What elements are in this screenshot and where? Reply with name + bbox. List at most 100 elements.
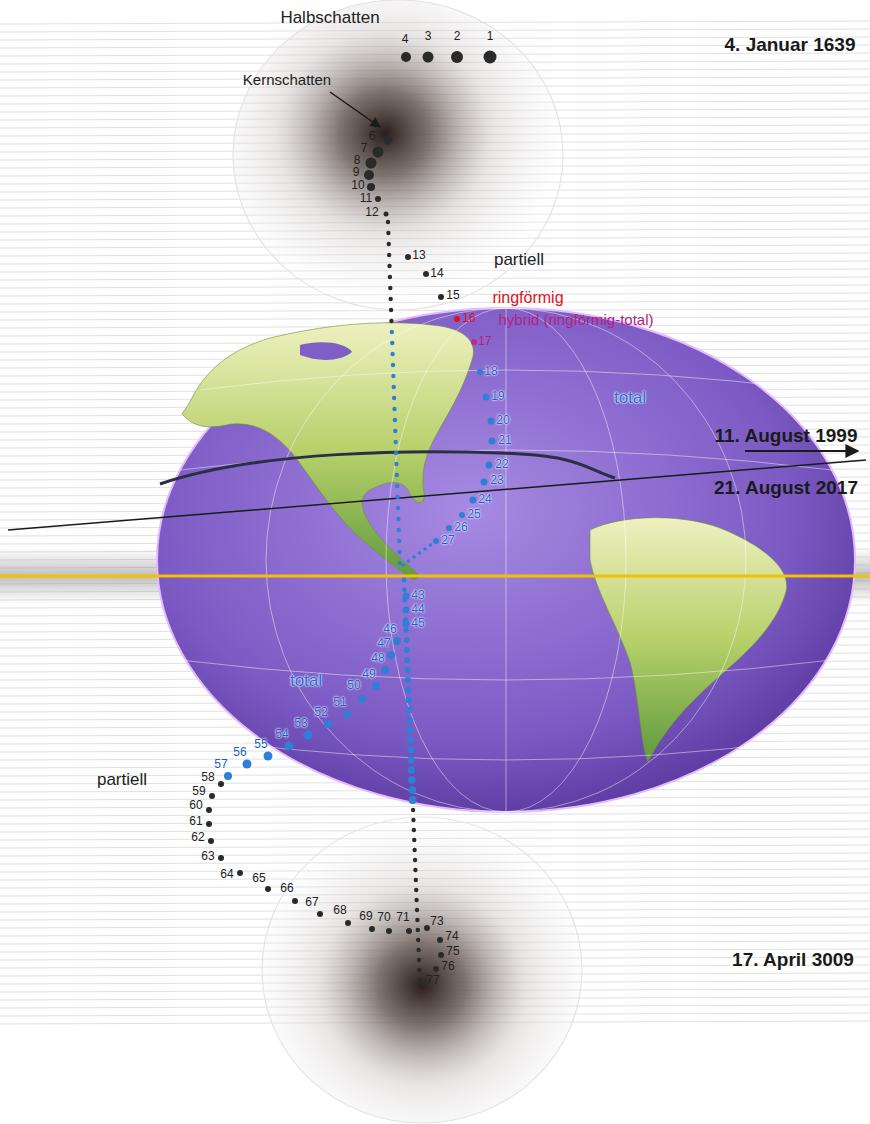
eclipse-number: 76 bbox=[441, 960, 454, 974]
column-dot bbox=[387, 264, 391, 268]
column-dot bbox=[416, 938, 420, 942]
column-dot bbox=[396, 506, 400, 510]
column-dot bbox=[390, 341, 394, 345]
eclipse-number: 53 bbox=[294, 717, 307, 731]
column-dot bbox=[406, 727, 413, 734]
eclipse-number: 13 bbox=[412, 249, 425, 263]
eclipse-number: 47 bbox=[377, 637, 390, 651]
eclipse-dots bbox=[206, 51, 497, 987]
column-dot bbox=[387, 242, 391, 246]
eclipse-type-label: hybrid (ringförmig-total) bbox=[498, 311, 653, 328]
column-dot bbox=[395, 495, 399, 499]
column-dot bbox=[397, 539, 401, 543]
column-dot bbox=[386, 220, 390, 224]
eclipse-dot bbox=[206, 821, 212, 827]
graticule bbox=[180, 308, 832, 812]
eclipse-number: 26 bbox=[454, 521, 467, 535]
eclipse-dot bbox=[393, 637, 401, 645]
eclipse-number: 49 bbox=[362, 668, 375, 682]
column-dot bbox=[392, 396, 396, 400]
column-dot bbox=[388, 297, 392, 301]
eclipse-dot bbox=[218, 855, 224, 861]
date-label: 11. August 1999 bbox=[715, 425, 858, 447]
eclipse-dot bbox=[486, 462, 493, 469]
column-dot bbox=[408, 786, 416, 794]
column-dot bbox=[414, 878, 418, 882]
path-dot bbox=[412, 555, 416, 559]
eclipse-number: 77 bbox=[426, 974, 439, 988]
column-dot bbox=[405, 687, 411, 693]
eclipse-dot bbox=[243, 760, 252, 769]
column-dot bbox=[416, 928, 420, 932]
eclipse-dot bbox=[488, 418, 495, 425]
column-dot bbox=[390, 330, 394, 334]
column-dot bbox=[395, 484, 399, 488]
eclipse-number: 18 bbox=[484, 365, 497, 379]
eclipse-number: 45 bbox=[411, 617, 424, 631]
eclipse-number: 52 bbox=[314, 706, 327, 720]
continents bbox=[182, 323, 787, 762]
shadow-label: partiell bbox=[494, 250, 544, 270]
eclipse-type-label: total bbox=[614, 388, 646, 408]
column-dot bbox=[415, 918, 419, 922]
eclipse-dot bbox=[403, 607, 410, 614]
eclipse-dot bbox=[304, 731, 313, 740]
eclipse-type-label: ringförmig bbox=[492, 289, 563, 307]
path-dot bbox=[429, 543, 433, 547]
eclipse-number: 51 bbox=[333, 696, 346, 710]
eclipse-dot bbox=[423, 271, 429, 277]
column-dot bbox=[417, 968, 421, 972]
eclipse-number: 63 bbox=[201, 850, 214, 864]
eclipse-number: 62 bbox=[191, 831, 204, 845]
eclipse-dot bbox=[208, 838, 214, 844]
eclipse-dot bbox=[405, 254, 411, 260]
eclipse-dot bbox=[477, 369, 483, 375]
eclipse-number: 22 bbox=[495, 458, 508, 472]
eclipse-number: 68 bbox=[333, 904, 346, 918]
column-dot bbox=[406, 717, 413, 724]
eclipse-dot bbox=[364, 170, 374, 180]
eclipse-number: 67 bbox=[305, 896, 318, 910]
eclipse-dot bbox=[381, 666, 389, 674]
globe bbox=[157, 308, 855, 812]
eclipse-dot bbox=[218, 781, 224, 787]
column-dot bbox=[393, 418, 397, 422]
column-dot bbox=[411, 808, 415, 812]
eclipse-number: 20 bbox=[496, 414, 509, 428]
eclipse-dot bbox=[433, 538, 439, 544]
shadow-label: Kernschatten bbox=[243, 71, 331, 88]
column-dot bbox=[395, 473, 399, 477]
eclipse-number: 70 bbox=[377, 911, 390, 925]
eclipse-number: 44 bbox=[411, 603, 424, 617]
eclipse-dot bbox=[446, 525, 452, 531]
column-dot bbox=[389, 308, 393, 312]
track-line bbox=[0, 813, 870, 816]
column-dot bbox=[409, 796, 417, 804]
column-dot bbox=[408, 776, 416, 784]
eclipse-number: 27 bbox=[441, 534, 454, 548]
column-dot bbox=[393, 429, 397, 433]
eclipse-number: 6 bbox=[369, 130, 376, 144]
column-dot bbox=[405, 697, 411, 703]
eclipse-number: 48 bbox=[371, 652, 384, 666]
penumbra-3009 bbox=[262, 817, 582, 1123]
eclipse-dot bbox=[437, 937, 443, 943]
eclipse-dot bbox=[403, 621, 410, 628]
column-dot bbox=[411, 818, 415, 822]
column-dot bbox=[406, 707, 413, 714]
eclipse-dot bbox=[343, 710, 351, 718]
path-dot bbox=[401, 563, 405, 567]
eclipse-dot bbox=[264, 752, 273, 761]
column-dot bbox=[403, 627, 408, 632]
eclipse-number: 69 bbox=[359, 910, 372, 924]
column-dot bbox=[394, 451, 398, 455]
eclipse-number: 61 bbox=[189, 815, 202, 829]
eclipse-dot bbox=[375, 196, 381, 202]
column-dot bbox=[391, 363, 395, 367]
eclipse-number: 2 bbox=[454, 30, 461, 44]
eclipse-dot bbox=[438, 952, 444, 958]
column-dot bbox=[407, 736, 414, 743]
column-dot bbox=[405, 667, 411, 673]
eclipse-number: 50 bbox=[347, 679, 360, 693]
